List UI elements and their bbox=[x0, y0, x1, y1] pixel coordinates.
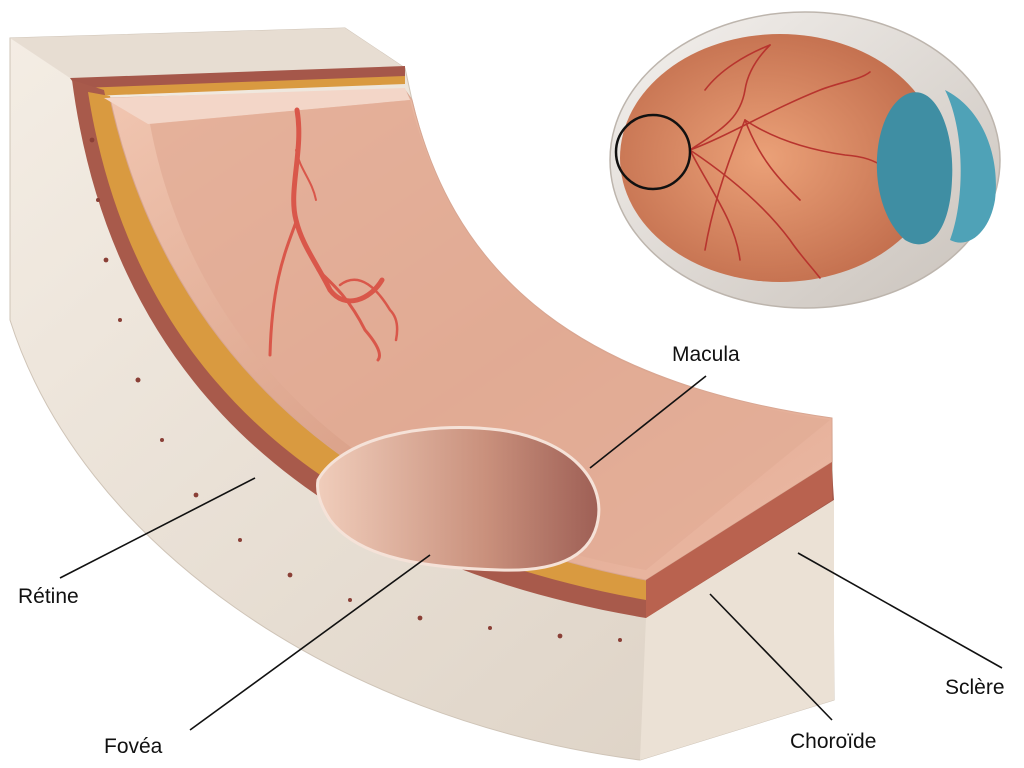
retina-blood-vessels bbox=[268, 107, 399, 362]
eyeball-iris bbox=[945, 90, 996, 243]
label-macula: Macula bbox=[672, 343, 740, 366]
cross-section bbox=[9, 27, 835, 761]
eyeball-vessels bbox=[689, 44, 886, 279]
label-retine: Rétine bbox=[18, 585, 79, 608]
eyeball-fundus bbox=[620, 34, 940, 282]
eyeball-cornea bbox=[876, 92, 953, 245]
leader-lines bbox=[59, 375, 1003, 731]
eyeball-illustration bbox=[609, 11, 1001, 309]
choroid-front-face bbox=[646, 462, 832, 618]
magnifier-circle bbox=[614, 113, 692, 191]
leader-choroide bbox=[709, 593, 833, 721]
leader-sclere bbox=[797, 552, 1003, 669]
retina-top-face bbox=[104, 88, 410, 124]
sclera-front-face bbox=[640, 500, 834, 760]
retina-inner-surface bbox=[150, 100, 830, 570]
sclera-top-face bbox=[10, 28, 405, 78]
choroid-gold-top-strip bbox=[80, 76, 405, 96]
leader-fovea bbox=[189, 554, 431, 731]
label-fovea: Fovéa bbox=[104, 735, 163, 758]
fovea-pit bbox=[316, 426, 601, 572]
label-choroide: Choroïde bbox=[790, 730, 877, 753]
leader-retine bbox=[59, 477, 256, 579]
label-sclere: Sclère bbox=[945, 676, 1005, 699]
leader-macula bbox=[589, 375, 707, 469]
